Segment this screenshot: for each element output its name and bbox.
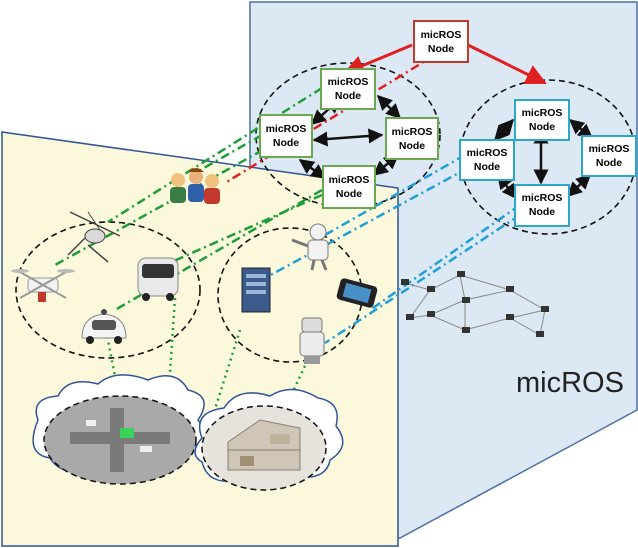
svg-text:micROS: micROS <box>329 174 370 186</box>
svg-text:Node: Node <box>529 206 555 218</box>
quadcopter-drone-icon <box>11 269 75 302</box>
cyan-mapping-links <box>264 153 521 345</box>
svg-text:micROS: micROS <box>392 126 433 138</box>
svg-text:Node: Node <box>335 90 361 102</box>
micros-node-right-top: micROS Node <box>514 99 570 141</box>
svg-text:Node: Node <box>273 137 299 149</box>
micros-node-right-right: micROS Node <box>581 135 637 177</box>
red-mapping-link <box>224 53 436 185</box>
micros-node-left-left: micROS Node <box>259 114 313 158</box>
svg-text:micROS: micROS <box>467 147 508 159</box>
humanoid-robot-icon <box>291 223 329 271</box>
micros-node-right-left: micROS Node <box>459 139 515 181</box>
svg-text:Node: Node <box>399 140 425 152</box>
smartphone-icon <box>336 278 378 308</box>
micros-brand-label: micROS <box>516 367 624 399</box>
service-robot-icon <box>299 317 325 364</box>
svg-text:micROS: micROS <box>266 123 307 135</box>
helicopter-icon <box>67 211 121 263</box>
svg-text:Node: Node <box>474 161 500 173</box>
svg-text:Node: Node <box>428 43 454 55</box>
people-icon <box>170 168 220 204</box>
smart-home-scene-icon <box>194 388 344 491</box>
server-icon <box>241 267 271 313</box>
link-left-bottom <box>298 158 327 180</box>
micros-node-left-bottom: micROS Node <box>322 165 376 209</box>
self-driving-car-icon <box>81 309 127 344</box>
city-traffic-scene-icon <box>32 374 206 485</box>
sensor-network-icon <box>401 271 549 337</box>
vehicle-device-cluster <box>15 221 201 359</box>
svg-text:micROS: micROS <box>328 76 369 88</box>
micros-node-left-top: micROS Node <box>320 68 376 110</box>
link-r-right-bottom <box>566 173 592 198</box>
link-top-right <box>376 94 402 120</box>
micros-node-top: micROS Node <box>413 20 469 63</box>
micros-node-right-bottom: micROS Node <box>514 184 570 227</box>
link-r-top-left <box>493 118 515 142</box>
svg-text:micROS: micROS <box>522 192 563 204</box>
svg-text:micROS: micROS <box>522 107 563 119</box>
link-left-right <box>312 128 384 147</box>
red-link-top-to-right-cluster <box>467 43 547 85</box>
svg-text:Node: Node <box>596 157 622 169</box>
svg-text:Node: Node <box>529 121 555 133</box>
micros-node-left-right: micROS Node <box>385 117 439 160</box>
left-node-cluster <box>255 62 441 208</box>
svg-text:micROS: micROS <box>421 29 462 41</box>
autonomous-bus-icon <box>137 257 179 301</box>
svg-text:Node: Node <box>336 188 362 200</box>
svg-text:micROS: micROS <box>589 143 630 155</box>
